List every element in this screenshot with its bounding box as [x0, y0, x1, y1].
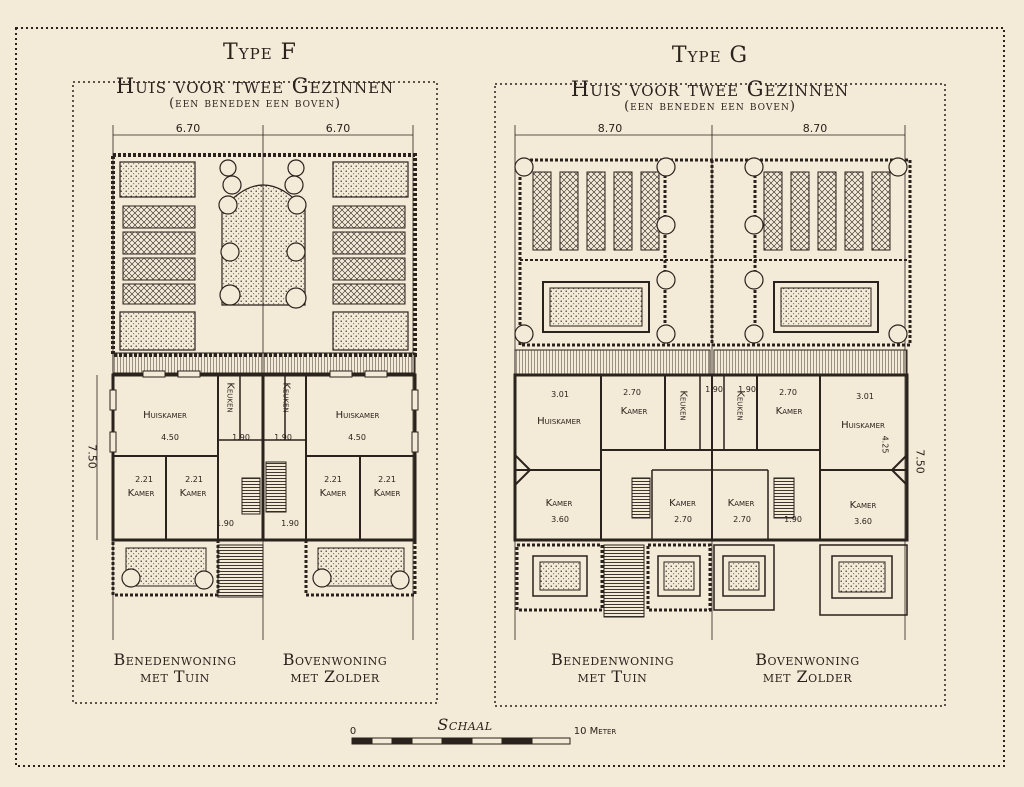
left-depth: 7.50 [85, 444, 99, 469]
right-kamer-b3-size: 2.70 [733, 515, 751, 524]
right-keuken-l-size: 1.90 [705, 385, 723, 394]
right-huiskamer-l: Huiskamer [537, 416, 581, 427]
right-width-left: 8.70 [597, 122, 623, 135]
right-keuken-l: Keuken [677, 390, 689, 421]
right-kamer-bl-size: 3.60 [551, 515, 569, 524]
right-huiskamer-l-size: 3.01 [551, 390, 569, 399]
left-huiskamer-l: Huiskamer [143, 410, 187, 421]
right-subtitle: (een beneden een boven) [624, 99, 796, 114]
right-kamer-tl-size: 2.70 [623, 388, 641, 397]
left-title: Huis voor twee Gezinnen [115, 74, 395, 98]
right-title: Huis voor twee Gezinnen [570, 77, 850, 101]
left-small-c: 1.90 [216, 519, 234, 528]
left-caption-right-2: met Zolder [290, 667, 380, 686]
left-huiskamer-l-size: 4.50 [161, 433, 179, 442]
right-caption-right-1: Bovenwoning [755, 650, 860, 669]
right-kamer-b3: Kamer [727, 498, 755, 509]
left-kamer2-w: 2.21 [185, 475, 203, 484]
left-caption-left-2: met Tuin [140, 667, 210, 686]
scale-label: Schaal [437, 715, 493, 734]
right-kamer-tr: Kamer [775, 406, 803, 417]
left-kamer3: Kamer [319, 488, 347, 499]
right-huiskamer-r: Huiskamer [841, 420, 885, 431]
left-kamer1: Kamer [127, 488, 155, 499]
right-type-label: Type G [671, 43, 749, 68]
left-subtitle: (een beneden een boven) [169, 96, 341, 111]
left-huiskamer-r: Huiskamer [335, 410, 380, 421]
right-huiskamer-r-size: 3.01 [856, 392, 874, 401]
left-kamer3-w: 2.21 [324, 475, 342, 484]
scale-start: 0 [349, 726, 357, 737]
left-kamer4: Kamer [373, 488, 401, 499]
left-huiskamer-r-size: 4.50 [348, 433, 366, 442]
right-caption-left-2: met Tuin [577, 667, 648, 686]
right-kamer-br-size: 3.60 [854, 517, 872, 526]
left-kamer2: Kamer [179, 488, 207, 499]
left-kamer4-w: 2.21 [378, 475, 396, 484]
scale-end: 10 Meter [573, 726, 617, 737]
right-plan [513, 125, 912, 640]
outer-border [15, 27, 1005, 767]
right-frame [494, 83, 946, 707]
left-keuken-l: Keuken [224, 382, 236, 413]
right-kamer-tl: Kamer [620, 406, 648, 417]
right-kamer-tr-size: 2.70 [779, 388, 797, 397]
left-small-d: 1.90 [281, 519, 299, 528]
right-width-right: 8.70 [802, 122, 828, 135]
left-caption-left-1: Benedenwoning [113, 650, 237, 669]
left-small-a: 1.90 [232, 433, 250, 442]
right-keuken-r-size: 1.90 [738, 385, 756, 394]
left-width-right: 6.70 [325, 122, 351, 135]
scale-bar [351, 737, 571, 745]
right-kamer-br: Kamer [849, 500, 877, 511]
left-keuken-r: Keuken [280, 382, 292, 413]
left-caption-right-1: Bovenwoning [282, 650, 388, 669]
left-small-b: 1.90 [274, 433, 292, 442]
right-kamer-b2: Kamer [669, 498, 696, 509]
left-kamer1-w: 2.21 [135, 475, 153, 484]
right-depth: 7.50 [913, 449, 927, 474]
right-kamer-b2-size: 2.70 [674, 515, 692, 524]
left-plan [96, 125, 419, 640]
right-kamer-bl: Kamer [545, 498, 573, 509]
left-frame [72, 81, 438, 704]
right-caption-right-2: met Zolder [762, 667, 853, 686]
left-width-left: 6.70 [175, 122, 201, 135]
right-huiskamer-r-depth: 4.25 [880, 435, 890, 454]
right-kamer-b3-extra: 1.90 [784, 515, 802, 524]
left-type-label: Type F [223, 40, 297, 65]
right-caption-left-1: Benedenwoning [550, 650, 675, 669]
